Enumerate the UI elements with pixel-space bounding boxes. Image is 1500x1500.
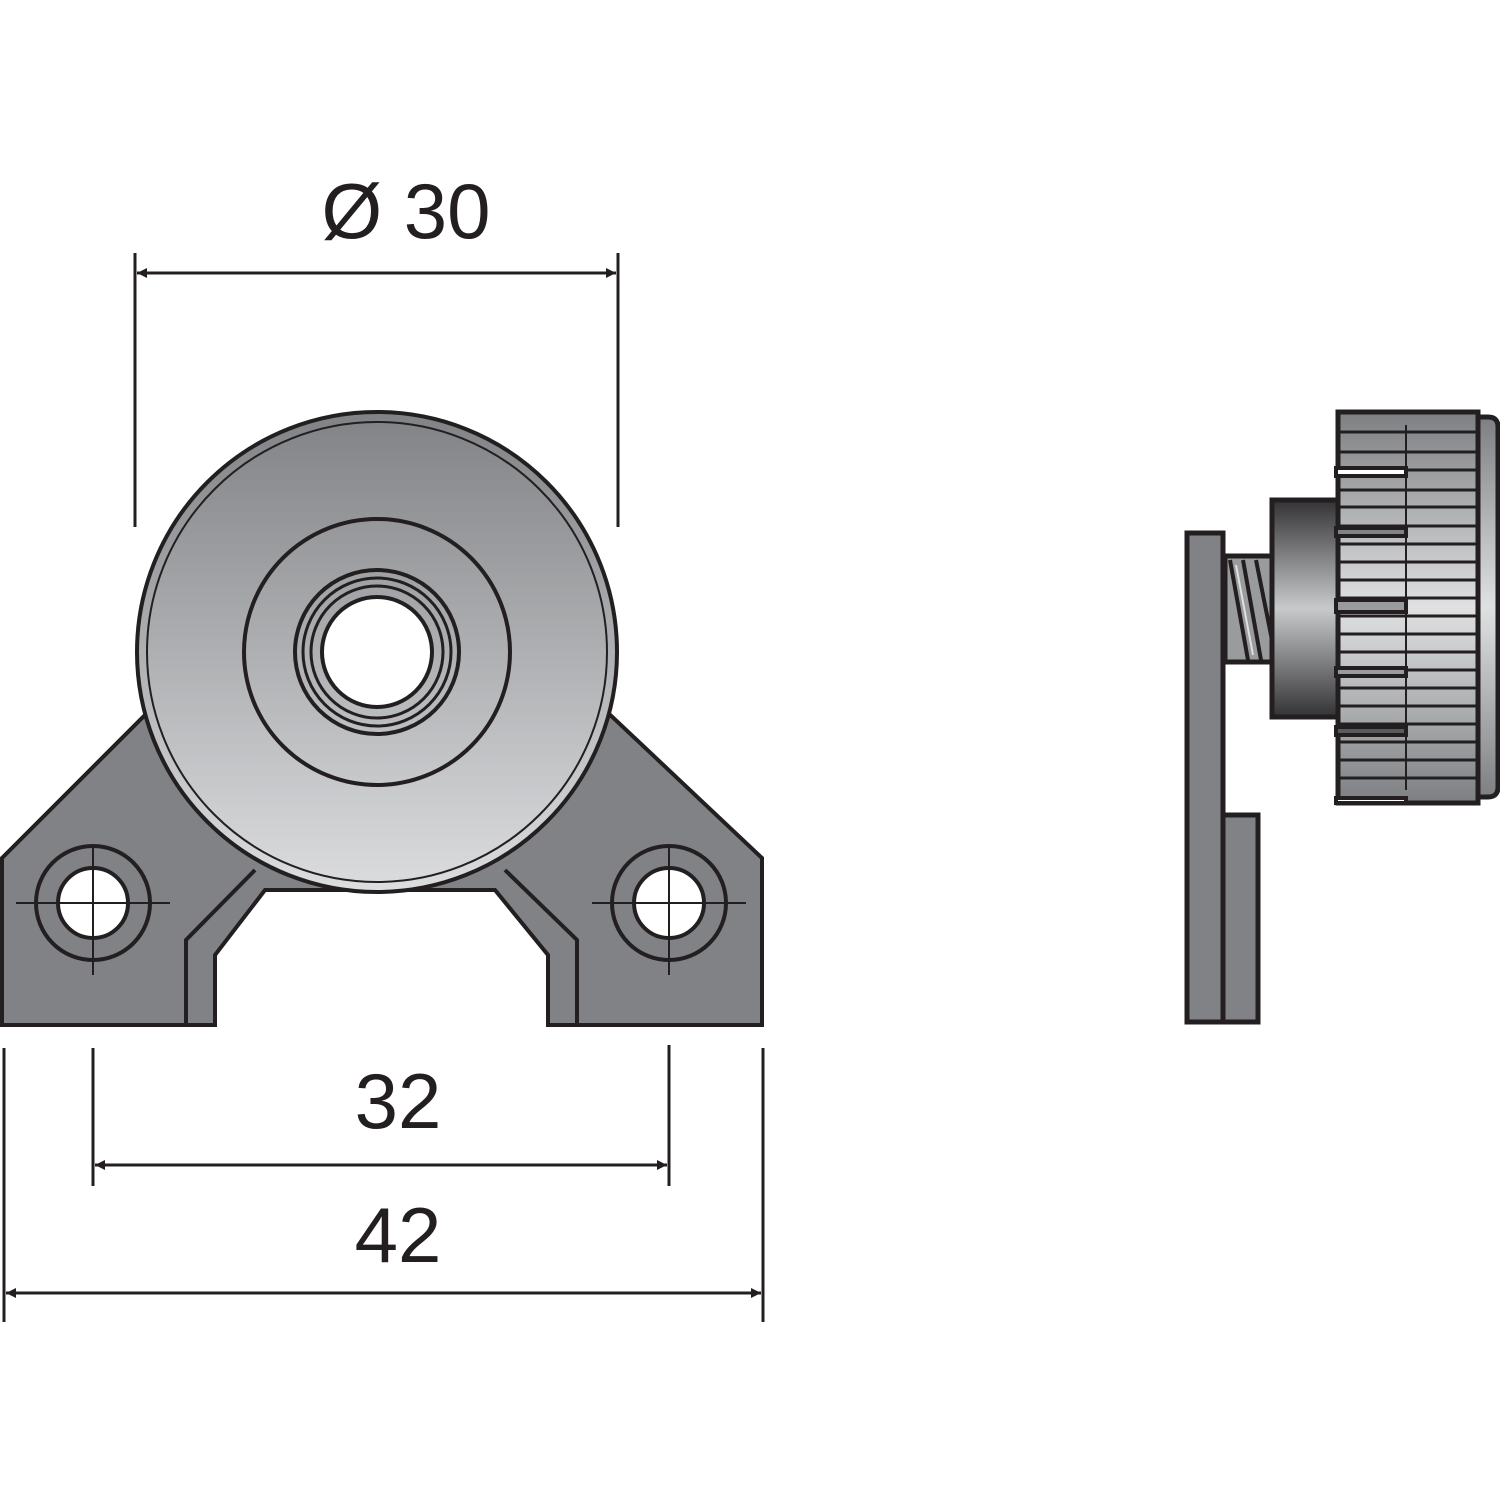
dimension-overall-width: [2, 1048, 765, 1322]
base-leg: [1220, 812, 1261, 1025]
side-view: [1184, 409, 1500, 1025]
center-bore: [320, 595, 434, 709]
dimension-diameter: [133, 253, 620, 527]
base-groove-right: [503, 868, 579, 1025]
knob-notches: [1334, 466, 1408, 805]
knob-cap: [1475, 414, 1500, 800]
spring-icon: [1222, 553, 1275, 665]
base-plate: [1184, 530, 1226, 1025]
hub: [1269, 497, 1341, 720]
roller-inner-ring: [242, 517, 512, 787]
screw-hole-right: [592, 844, 746, 975]
front-view: [0, 410, 764, 1027]
dimension-label-diameter: Ø 30: [321, 167, 490, 255]
dimension-label-overall-width: 42: [355, 1191, 442, 1279]
dimension-hole-spacing: [91, 1045, 671, 1186]
base-groove-left: [184, 868, 257, 1025]
dimension-label-hole-spacing: 32: [355, 1057, 442, 1145]
screw-hole-left: [16, 844, 170, 975]
